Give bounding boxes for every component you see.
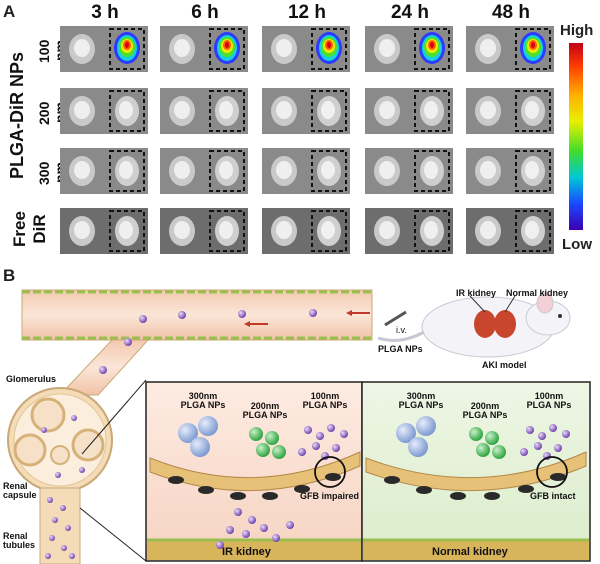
time-label: 24 h [390, 2, 430, 23]
imaging-tile [262, 88, 350, 134]
tile-image [60, 26, 148, 72]
time-label: 48 h [491, 2, 531, 23]
imaging-tile [160, 88, 248, 134]
time-label: 3 h [91, 2, 119, 23]
mouse-aki-model-label: AKI model [482, 360, 527, 370]
panel-b-letter: B [3, 266, 16, 285]
ir-gfb-label: GFB impaired [300, 491, 360, 501]
imaging-tile [262, 26, 350, 72]
colorbar-low-label: Low [562, 236, 592, 253]
imaging-tile [60, 88, 148, 134]
normal-np100-label: 100nm PLGA NPs [526, 391, 572, 411]
renal-tubules-label: Renal tubules [3, 531, 36, 551]
mouse-illustration [377, 292, 571, 358]
ir-np100-label: 100nm PLGA NPs [302, 391, 348, 411]
tile-image [60, 208, 148, 254]
tile-image [466, 208, 554, 254]
imaging-tile [365, 148, 453, 194]
ir-np300-label: 300nm PLGA NPs [180, 391, 226, 411]
tile-image [365, 208, 453, 254]
tile-image [262, 26, 350, 72]
time-label: 12 h [287, 2, 327, 23]
tile-image [365, 26, 453, 72]
imaging-tile [365, 208, 453, 254]
imaging-tile [466, 148, 554, 194]
colorbar-high-label: High [560, 22, 594, 39]
colorbar [569, 43, 583, 230]
time-label: 6 h [191, 2, 219, 23]
imaging-tile [365, 88, 453, 134]
blood-vessel [21, 289, 373, 396]
tile-image [466, 148, 554, 194]
imaging-tile [262, 148, 350, 194]
imaging-tile [60, 148, 148, 194]
imaging-tile [60, 208, 148, 254]
tile-image [262, 208, 350, 254]
imaging-tile [160, 148, 248, 194]
panel-a-letter: A [3, 2, 16, 21]
imaging-tile [466, 208, 554, 254]
normal-gfb-label: GFB intact [530, 491, 576, 501]
tile-image [60, 88, 148, 134]
tile-image [262, 148, 350, 194]
renal-structure [7, 387, 113, 564]
mouse-iv-label: i.v. [396, 325, 407, 335]
imaging-tile [466, 88, 554, 134]
imaging-tile [262, 208, 350, 254]
normal-kidney-title: Normal kidney [432, 546, 508, 558]
imaging-tile [160, 26, 248, 72]
imaging-tile [60, 26, 148, 72]
vessel-nanoparticles [99, 309, 317, 374]
ir-kidney-panel [145, 381, 363, 562]
tile-image [365, 88, 453, 134]
normal-np200-label: 200nm PLGA NPs [462, 401, 508, 421]
tile-image [160, 208, 248, 254]
tile-image [160, 26, 248, 72]
tile-image [60, 148, 148, 194]
imaging-tile [466, 26, 554, 72]
mouse-ir-kidney-label: IR kidney [456, 288, 497, 298]
tile-image [160, 88, 248, 134]
tile-image [466, 88, 554, 134]
renal-capsule-label: Renal capsule [3, 481, 37, 501]
tile-image [365, 148, 453, 194]
glomerulus-label: Glomerulus [6, 374, 57, 384]
imaging-tile [160, 208, 248, 254]
normal-np300-label: 300nm PLGA NPs [398, 391, 444, 411]
ir-np200-label: 200nm PLGA NPs [242, 401, 288, 421]
tile-image [466, 26, 554, 72]
normal-kidney-panel [361, 381, 591, 562]
ir-kidney-title: IR kidney [222, 546, 271, 558]
mouse-normal-kidney-label: Normal kidney [506, 288, 569, 298]
tile-image [262, 88, 350, 134]
imaging-tile [365, 26, 453, 72]
mouse-plga-label: PLGA NPs [378, 344, 423, 354]
tile-image [160, 148, 248, 194]
